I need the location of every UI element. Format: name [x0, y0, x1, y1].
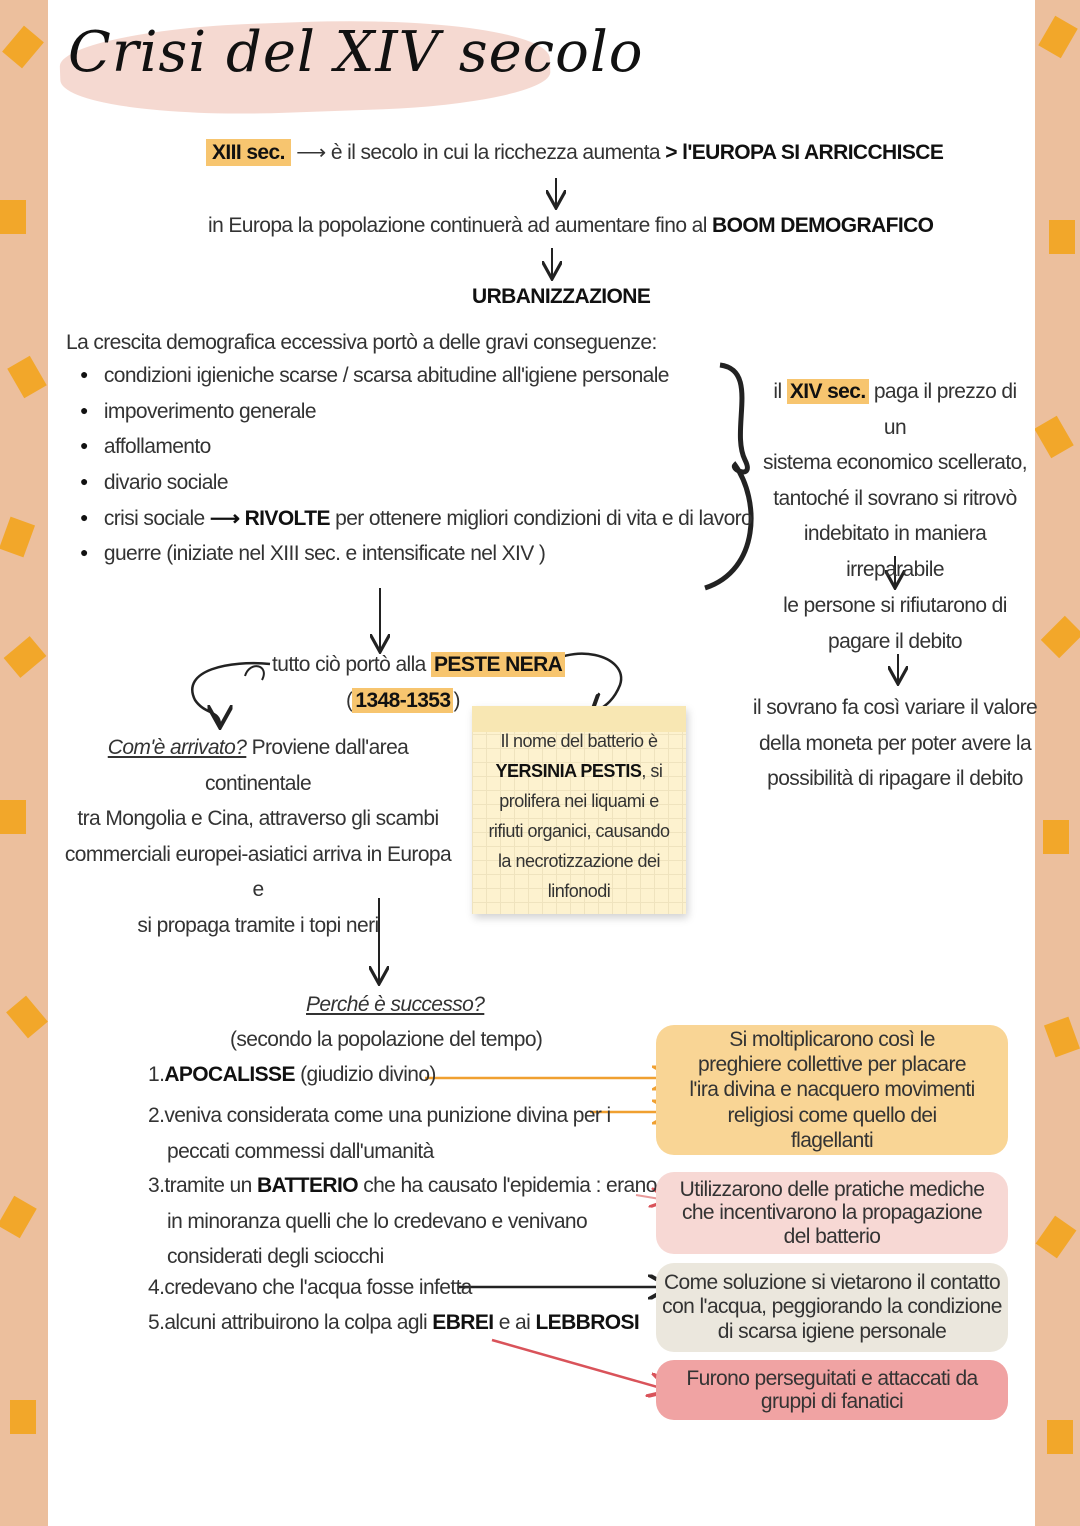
why-question: Perché è successo?: [306, 992, 485, 1017]
bacterium-name: YERSINIA PESTIS: [495, 761, 642, 781]
why-subtitle: (secondo la popolazione del tempo): [230, 1028, 543, 1051]
intro-line-1: XIII sec. ⟶ è il secolo in cui la ricche…: [206, 139, 944, 166]
text: irreparabile: [846, 557, 944, 581]
list-item: condizioni igieniche scarse / scarsa abi…: [80, 364, 752, 400]
page-title: Crisi del XIV secolo: [68, 20, 644, 85]
text: tra Mongolia e Cina, attraverso gli scam…: [77, 807, 439, 830]
ebrei: EBREI: [432, 1311, 494, 1334]
text: che ha causato l'epidemia : erano: [363, 1174, 657, 1197]
currency-paragraph: il sovrano fa così variare il valore del…: [750, 690, 1040, 797]
lebbrosi: LEBBROSI: [535, 1311, 640, 1334]
arrow-right-icon: ⟶: [209, 507, 240, 530]
boom-text: BOOM DEMOGRAFICO: [712, 214, 934, 237]
text: il: [773, 380, 782, 403]
text: Perché è successo?: [306, 993, 485, 1016]
reason-1: 1.APOCALISSE (giudizio divino): [148, 1062, 436, 1087]
apocalisse: APOCALISSE: [164, 1063, 295, 1086]
text: le persone si rifiutarono di: [783, 594, 1007, 617]
list-item: crisi sociale ⟶ RIVOLTE per ottenere mig…: [80, 506, 753, 542]
text: rifiuti organici, causando: [488, 821, 670, 841]
text: e ai: [498, 1311, 531, 1334]
text: tutto ciò portò alla: [272, 653, 426, 676]
text: della moneta per poter avere la: [758, 731, 1032, 755]
intro-line-2: in Europa la popolazione continuerà ad a…: [208, 213, 934, 238]
num: 4.: [148, 1276, 165, 1299]
plague-years: (1348-1353): [346, 688, 460, 713]
consequence-box-medicine: Utilizzarono delle pratiche mediche che …: [656, 1172, 1008, 1254]
text: (giudizio divino): [300, 1063, 436, 1086]
consequence-box-water: Come soluzione si vietarono il contatto …: [656, 1263, 1008, 1352]
reason-2: 2.veniva considerata come una punizione …: [148, 1098, 611, 1169]
consequences-heading: La crescita demografica eccessiva portò …: [66, 331, 657, 354]
text: tramite un: [164, 1174, 252, 1197]
europa-text: l'EUROPA SI ARRICCHISCE: [682, 141, 944, 164]
num: 1.: [148, 1063, 165, 1086]
text: commerciali europei-asiatici arriva in E…: [64, 842, 452, 902]
num: 3.: [148, 1174, 165, 1197]
text: tantoché il sovrano si ritrovò: [773, 486, 1017, 510]
left-decorative-border: [0, 0, 48, 1526]
sticky-note: Il nome del batterio è YERSINIA PESTIS, …: [472, 706, 686, 914]
reason-5: 5.alcuni attribuirono la colpa agli EBRE…: [148, 1310, 640, 1335]
text: sistema economico scellerato,: [763, 451, 1027, 474]
item-text: per ottenere migliori condizioni di vita…: [335, 507, 753, 530]
text: possibilità di ripagare il debito: [767, 767, 1023, 790]
text: credevano che l'acqua fosse infetta: [164, 1276, 472, 1299]
peste-nera-highlight: PESTE NERA: [431, 652, 566, 677]
gt-sign: >: [665, 141, 677, 164]
list-item: impoverimento generale: [80, 400, 752, 436]
text: Il nome del batterio è: [500, 731, 658, 751]
text: paga il prezzo di un: [873, 380, 1017, 439]
consequences-list: condizioni igieniche scarse / scarsa abi…: [80, 364, 753, 578]
arrow-right-icon: ⟶: [296, 141, 326, 164]
note-tape: [472, 706, 686, 732]
num: 2.: [148, 1104, 165, 1127]
item-text: crisi sociale: [103, 507, 205, 530]
text: in minoranza quelli che lo credevano e v…: [167, 1209, 588, 1233]
text: , si: [641, 761, 663, 781]
text: il sovrano fa così variare il valore: [752, 696, 1038, 719]
text: Proviene dall'area continentale: [204, 736, 409, 795]
debt-refusal: le persone si rifiutarono di pagare il d…: [760, 588, 1030, 659]
batterio: BATTERIO: [256, 1174, 359, 1197]
text: veniva considerata come una punizione di…: [164, 1104, 611, 1127]
plague-line: tutto ciò portò alla PESTE NERA: [272, 652, 566, 677]
consequence-box-prayers: Si moltiplicarono così le preghiere coll…: [656, 1025, 1008, 1155]
rivolte-text: RIVOLTE: [244, 507, 331, 530]
text: pagare il debito: [827, 629, 963, 653]
consequence-box-persecution: Furono perseguitati e attaccati da grupp…: [656, 1360, 1008, 1420]
text: la necrotizzazione dei: [497, 851, 661, 871]
curved-arrow-left-icon: [191, 661, 271, 725]
origin-paragraph: Com'è arrivato? Proviene dall'area conti…: [58, 730, 458, 943]
reason-4: 4.credevano che l'acqua fosse infetta: [148, 1275, 472, 1300]
xiii-highlight: XIII sec.: [206, 139, 291, 166]
text: prolifera nei liquami e: [499, 791, 659, 811]
text: linfonodi: [547, 881, 611, 901]
origin-question: Com'è arrivato?: [107, 736, 247, 759]
num: 5.: [148, 1311, 165, 1334]
text: indebitato in maniera: [803, 522, 987, 545]
arrow-red-icon: [491, 1338, 668, 1390]
reason-3: 3.tramite un BATTERIO che ha causato l'e…: [148, 1168, 657, 1275]
years-highlight: 1348-1353: [352, 688, 454, 713]
list-item: divario sociale: [80, 471, 752, 507]
population-text: in Europa la popolazione continuerà ad a…: [208, 214, 707, 237]
urbanization-heading: URBANIZZAZIONE: [472, 285, 651, 308]
xiv-paragraph: il XIV sec. paga il prezzo di un sistema…: [760, 374, 1030, 587]
list-item: guerre (iniziate nel XIII sec. e intensi…: [80, 542, 752, 578]
text: considerati degli sciocchi: [167, 1245, 384, 1268]
text: si propaga tramite i topi neri: [137, 913, 379, 937]
right-decorative-border: [1035, 0, 1080, 1526]
xiv-highlight: XIV sec.: [786, 379, 869, 404]
list-item: affollamento: [80, 435, 752, 471]
text: peccati commessi dall'umanità: [167, 1139, 434, 1163]
intro-text: è il secolo in cui la ricchezza aumenta: [330, 141, 661, 164]
text: alcuni attribuirono la colpa agli: [164, 1311, 428, 1334]
